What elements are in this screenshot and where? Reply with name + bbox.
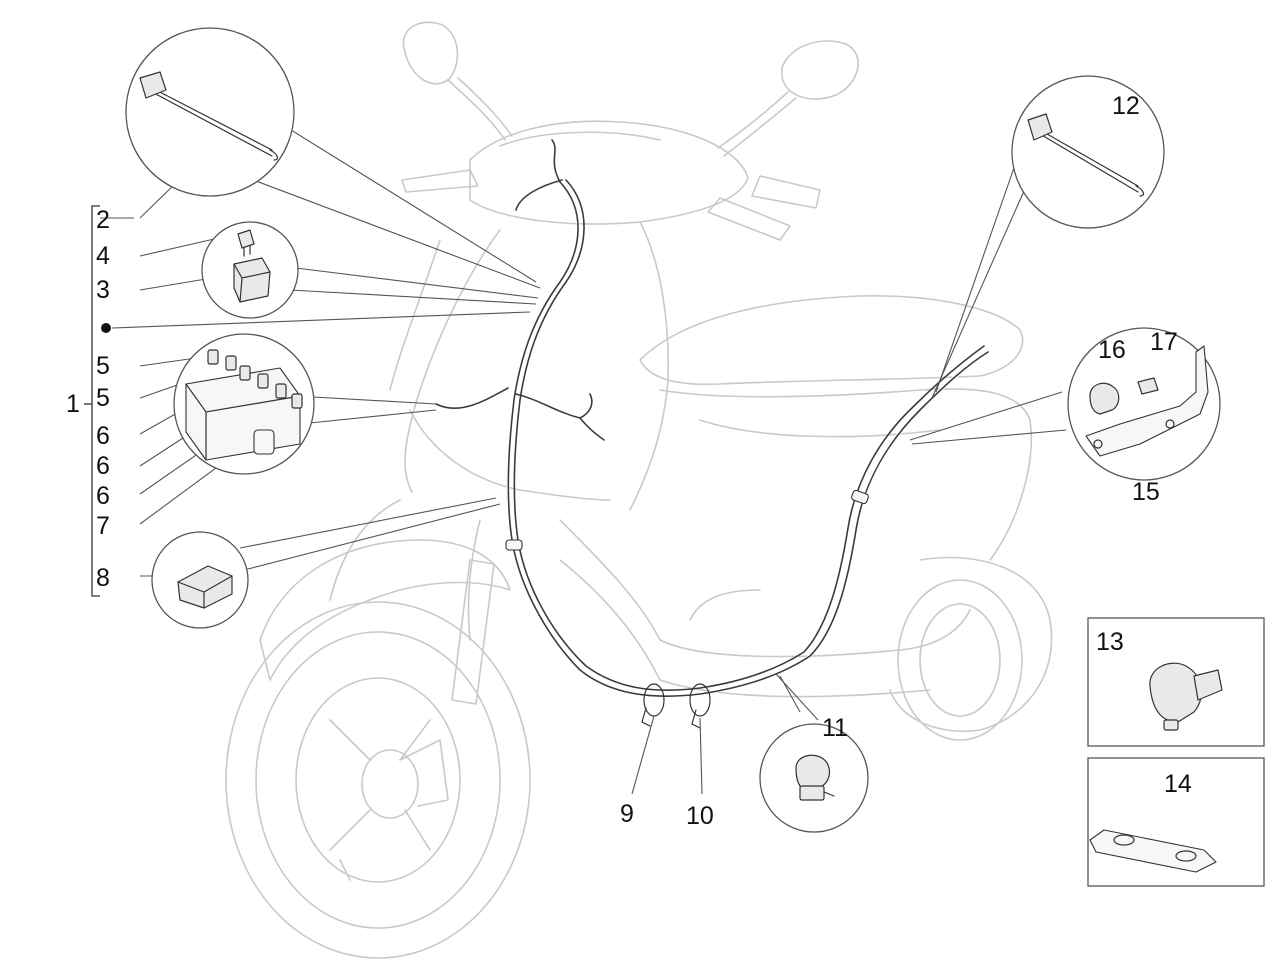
fuse-icon [237, 229, 255, 249]
callout-number-17: 17 [1150, 328, 1178, 356]
cable-tie-icon [1027, 113, 1053, 141]
callout-number-5a: 5 [96, 352, 110, 380]
box-plate-14 [1087, 757, 1265, 887]
callout-number-16: 16 [1098, 336, 1126, 364]
clamp-icon [1089, 382, 1120, 415]
bullet-marker [101, 323, 111, 333]
callout-number-6a: 6 [96, 422, 110, 450]
bracket-icon [1085, 345, 1209, 457]
callout-number-9: 9 [620, 800, 634, 828]
callout-number-5b: 5 [96, 384, 110, 412]
connector-icon [177, 565, 233, 609]
callout-number-6c: 6 [96, 482, 110, 510]
box-clamp-13 [1087, 617, 1265, 747]
callout-circle-connector [151, 531, 249, 629]
callout-number-4: 4 [96, 242, 110, 270]
group-bracket-item-1 [84, 205, 111, 597]
callout-circle-bracket [1067, 327, 1221, 481]
callout-circle-cable-tie-right [1011, 75, 1165, 229]
callout-number-8: 8 [96, 564, 110, 592]
callout-number-1: 1 [66, 390, 80, 418]
callout-number-15: 15 [1132, 478, 1160, 506]
callout-numbers: 1 2 4 3 5 5 6 6 6 7 8 9 10 11 12 13 14 1… [66, 92, 1192, 830]
callout-circle-fuse-box [173, 333, 315, 475]
callout-number-7: 7 [96, 512, 110, 540]
scooter-ghost-outline [225, 21, 1053, 959]
main-wiring-harness [435, 139, 990, 729]
callout-number-2: 2 [96, 206, 110, 234]
fuse-box-icon [185, 367, 301, 461]
callout-circle-cable-tie-left [125, 27, 295, 197]
callout-number-3: 3 [96, 276, 110, 304]
clip-icon [1137, 377, 1159, 395]
callout-number-11: 11 [822, 714, 848, 742]
relay-icon [233, 257, 271, 303]
callout-number-13: 13 [1096, 628, 1124, 656]
callout-number-12: 12 [1112, 92, 1140, 120]
cable-tie-icon [139, 71, 167, 99]
callout-number-6b: 6 [96, 452, 110, 480]
callout-circle-relay [201, 221, 299, 319]
clamp-icon [795, 754, 831, 793]
callout-circle-clamp-11 [759, 723, 869, 833]
callout-number-10: 10 [686, 802, 714, 830]
callout-number-14: 14 [1164, 770, 1192, 798]
